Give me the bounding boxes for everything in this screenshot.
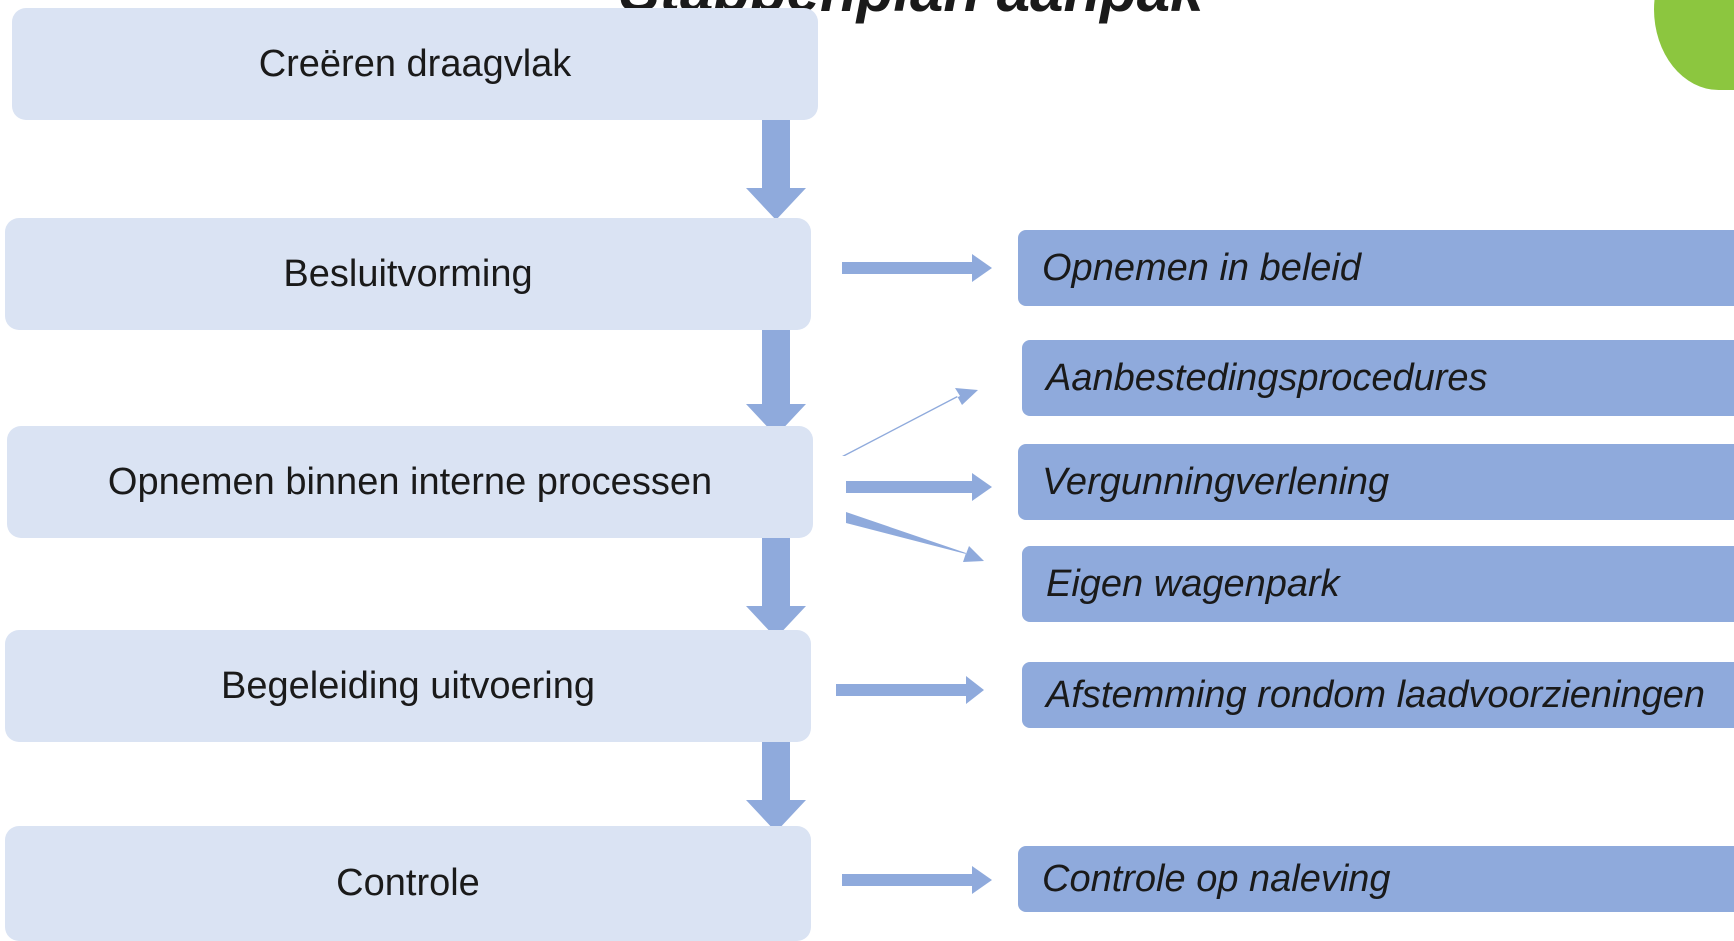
step-creeren-draagvlak: Creëren draagvlak: [12, 8, 818, 120]
step-besluitvorming: Besluitvorming: [5, 218, 811, 330]
step-label: Controle: [336, 862, 480, 904]
outcome-label: Controle op naleving: [1042, 857, 1391, 900]
diag-arrow-aanbesteding: [842, 388, 978, 456]
outcome-label: Vergunningverlening: [1042, 460, 1390, 503]
right-arrow-laad: [836, 676, 984, 704]
down-arrow-2: [746, 322, 806, 436]
down-arrow-4: [746, 722, 806, 832]
outcome-eigen-wagenpark: Eigen wagenpark: [1022, 546, 1734, 622]
outcome-controle-op-naleving: Controle op naleving: [1018, 846, 1734, 912]
down-arrow-1: [746, 110, 806, 220]
right-arrow-vergunning: [846, 473, 992, 501]
outcome-label: Eigen wagenpark: [1046, 562, 1340, 605]
step-opnemen-interne-processen: Opnemen binnen interne processen: [7, 426, 813, 538]
diag-arrow-wagenpark: [846, 512, 984, 562]
step-begeleiding-uitvoering: Begeleiding uitvoering: [5, 630, 811, 742]
outcome-aanbestedingsprocedures: Aanbestedingsprocedures: [1022, 340, 1734, 416]
outcome-label: Afstemming rondom laadvoorzieningen: [1046, 673, 1706, 716]
outcome-opnemen-in-beleid: Opnemen in beleid: [1018, 230, 1734, 306]
step-label: Creëren draagvlak: [258, 42, 572, 85]
step-label: Opnemen binnen interne processen: [107, 460, 713, 503]
step-label: Begeleiding uitvoering: [221, 664, 595, 707]
down-arrow-3: [746, 528, 806, 638]
step-label: Besluitvorming: [283, 252, 533, 295]
outcome-label: Opnemen in beleid: [1042, 246, 1361, 289]
outcome-afstemming-laadvoorzieningen: Afstemming rondom laadvoorzieningen: [1022, 662, 1734, 728]
right-arrow-naleving: [842, 866, 992, 894]
right-arrow-beleid: [842, 254, 992, 282]
step-controle: Controle: [5, 826, 811, 941]
outcome-vergunningverlening: Vergunningverlening: [1018, 444, 1734, 520]
outcome-label: Aanbestedingsprocedures: [1046, 356, 1488, 399]
